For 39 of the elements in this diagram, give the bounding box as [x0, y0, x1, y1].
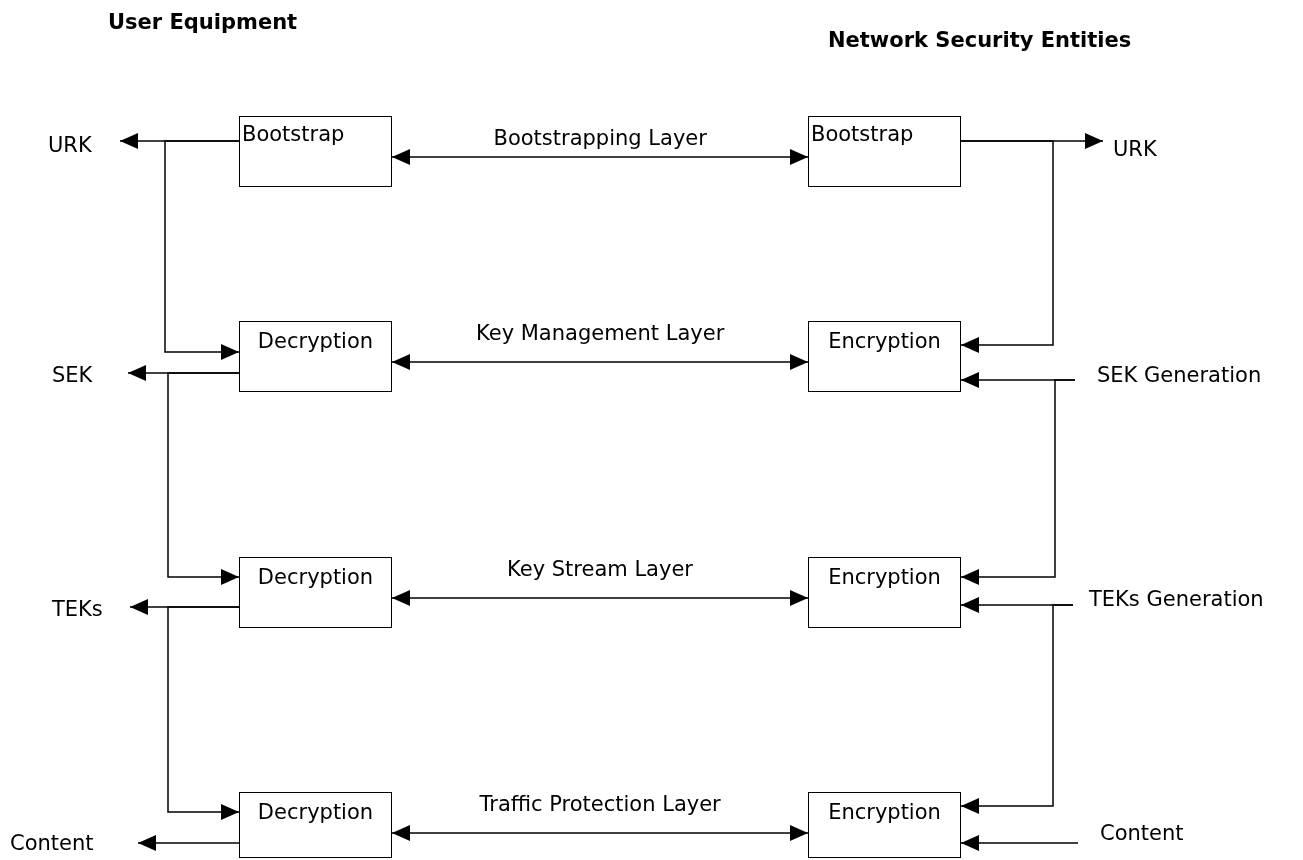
arrow [960, 604, 1074, 815]
signal-label: SEK Generation [1097, 362, 1262, 389]
process-box [239, 321, 392, 392]
process-box [808, 792, 961, 858]
box-label: Encryption [827, 799, 942, 826]
signal-label: URK [1113, 136, 1157, 163]
arrow [391, 148, 809, 166]
signal-label: URK [48, 132, 92, 159]
box-label: Decryption [256, 564, 375, 591]
process-box [808, 116, 961, 187]
arrow [960, 140, 1054, 354]
box-label: Encryption [827, 564, 942, 591]
arrow [137, 834, 240, 852]
arrow [960, 379, 1076, 586]
signal-label: Content [10, 830, 94, 857]
arrow [960, 834, 1079, 852]
edge-label: Traffic Protection Layer [476, 792, 724, 816]
box-label: Decryption [256, 328, 375, 355]
signal-label: TEKs Generation [1089, 586, 1264, 613]
process-box [808, 557, 961, 628]
arrow [391, 824, 809, 842]
arrow [164, 140, 240, 361]
process-box [239, 557, 392, 628]
signal-label: SEK [52, 362, 93, 389]
arrow [391, 589, 809, 607]
arrow [167, 606, 240, 821]
arrow [167, 372, 240, 586]
box-label: Decryption [256, 799, 375, 826]
process-box [808, 321, 961, 392]
arrow [391, 353, 809, 371]
box-label: Bootstrap [242, 121, 345, 148]
signal-label: TEKs [52, 596, 103, 623]
process-box [239, 116, 392, 187]
column-heading: User Equipment [108, 10, 298, 34]
column-heading: Network Security Entities [828, 28, 1132, 52]
process-box [239, 792, 392, 858]
box-label: Encryption [827, 328, 942, 355]
signal-label: Content [1100, 820, 1184, 847]
box-label: Bootstrap [811, 121, 914, 148]
